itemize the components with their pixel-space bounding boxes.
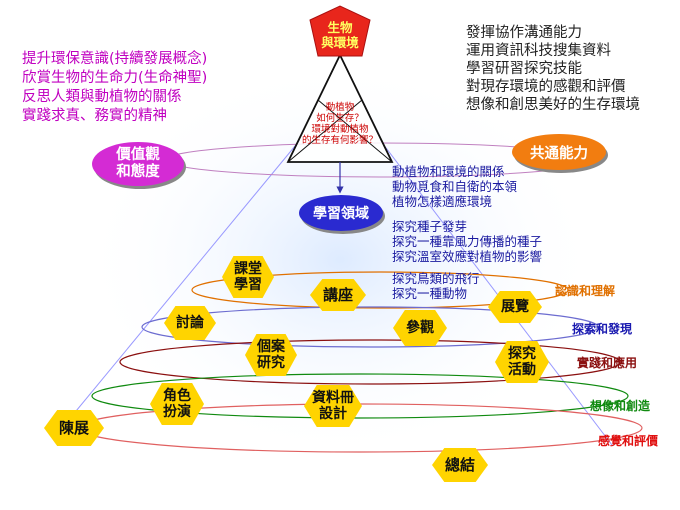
activity-label: 總結 (444, 456, 475, 474)
topic-group-animals: 探究鳥類的飛行 探究一種動物 (392, 271, 480, 301)
values-item: 反思人類與動植物的關係 (22, 89, 182, 105)
cone-left-edge (61, 139, 301, 429)
activity-summary: 總結 (432, 448, 488, 482)
generic-skills-bubble: 共通能力 (512, 134, 606, 170)
activity-booklet-design: 資料冊 設計 (304, 385, 362, 427)
topic-item: 動物覓食和自衛的本領 (392, 179, 518, 194)
activity-case-study: 個案 研究 (245, 334, 297, 376)
level-ring-1 (191, 271, 569, 309)
learning-domain-bubble: 學習領域 (299, 195, 383, 231)
level-ring-3 (119, 339, 621, 385)
activity-label: 課堂 學習 (234, 261, 262, 293)
activity-label: 討論 (176, 315, 204, 331)
activity-label: 講座 (322, 286, 353, 304)
activity-discussion: 討論 (164, 306, 216, 340)
level-label-creating: 想像和創造 (590, 399, 651, 413)
activity-visit: 參觀 (393, 310, 447, 346)
level-label-applying: 實踐和應用 (577, 356, 638, 370)
values-list: 提升環保意識(持續發展概念) 欣賞生物的生命力(生命神聖) 反思人類與動植物的關… (22, 50, 207, 126)
values-item: 實踐求真、務實的精神 (22, 108, 167, 124)
activity-lecture: 講座 (310, 279, 366, 311)
activity-label: 陳展 (58, 419, 89, 437)
values-item: 欣賞生物的生命力(生命神聖) (22, 70, 208, 86)
topic-item: 動植物和環境的關係 (392, 164, 505, 179)
topic-group-seeds: 探究種子發芽 探究一種靠風力傳播的種子 探究溫室效應對植物的影響 (392, 219, 542, 264)
topic-item: 探究種子發芽 (392, 219, 468, 234)
triangle-question: 動植物 如何生存？ 環境對動植物 的生存有何影響？ (290, 102, 390, 146)
abilities-item: 運用資訊科技搜集資料 (466, 43, 611, 59)
triangle-line: 的生存有何影響？ (301, 135, 378, 146)
activity-label: 角色 扮演 (163, 388, 191, 420)
topic-item: 植物怎樣適應環境 (392, 194, 493, 209)
triangle-line: 如何生存？ (316, 113, 364, 124)
triangle-right-diagonal (287, 54, 341, 163)
top-badge-shape (309, 5, 371, 57)
activity-label: 探究 活動 (508, 346, 536, 378)
level-label-exploring: 探索和發現 (572, 322, 633, 336)
activity-label: 展覽 (501, 299, 529, 315)
abilities-item: 發揮協作溝通能力 (466, 25, 582, 41)
activity-exhibition: 展覽 (488, 291, 542, 323)
background-glow (80, 60, 600, 460)
abilities-item: 對現存環境的感觀和評價 (466, 79, 626, 95)
topic-item: 探究鳥類的飛行 (392, 271, 480, 286)
triangle-line: 環境對動植物 (311, 124, 369, 135)
values-item: 提升環保意識(持續發展概念) (22, 51, 208, 67)
topic-item: 探究一種動物 (392, 286, 468, 301)
top-badge-label: 生物 與環境 (321, 20, 359, 50)
activity-label: 資料冊 設計 (312, 390, 354, 422)
activity-label: 個案 研究 (257, 339, 285, 371)
topic-item: 探究溫室效應對植物的影響 (392, 249, 543, 264)
cone-right-edge (379, 139, 613, 446)
topic-item: 探究一種靠風力傳播的種子 (392, 234, 543, 249)
topic-group-relations: 動植物和環境的關係 動物覓食和自衛的本領 植物怎樣適應環境 (392, 164, 517, 209)
triangle-line: 動植物 (325, 102, 355, 113)
activity-role-play: 角色 扮演 (150, 383, 204, 425)
activity-inquiry: 探究 活動 (495, 341, 549, 383)
triangle-left-diagonal (339, 54, 393, 163)
level-ring-4 (91, 373, 629, 419)
triangle-cross-2 (317, 99, 393, 163)
abilities-item: 想像和創思美好的生存環境 (466, 97, 640, 113)
abilities-item: 學習研習探究技能 (466, 61, 582, 77)
level-ring-2 (141, 306, 599, 348)
abilities-list: 發揮協作溝通能力 運用資訊科技搜集資料 學習研習探究技能 對現存環境的感觀和評價… (466, 24, 640, 114)
level-label-understanding: 認識和理解 (555, 284, 616, 298)
activity-classroom-learning: 課堂 學習 (222, 256, 274, 298)
level-label-evaluating: 感覺和評價 (598, 434, 659, 448)
activity-display: 陳展 (44, 410, 104, 446)
values-attitudes-bubble: 價值觀 和態度 (92, 142, 184, 186)
triangle-cross-1 (287, 99, 363, 163)
activity-label: 參觀 (406, 320, 434, 336)
